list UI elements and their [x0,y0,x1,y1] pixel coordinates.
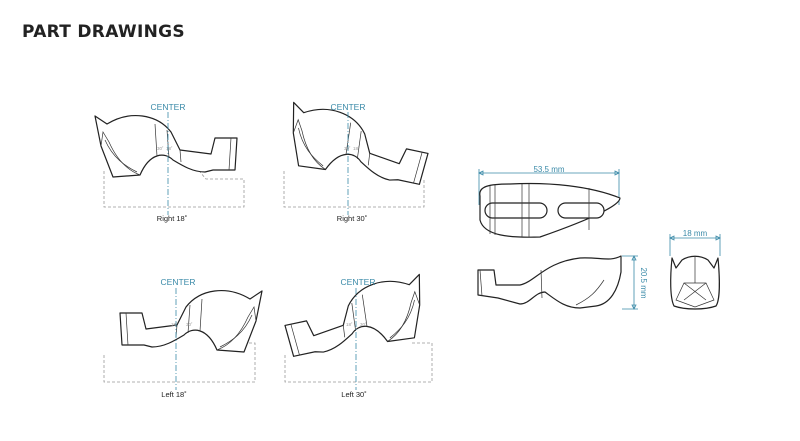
view-label: Left 30˚ [341,390,366,399]
view-label: Right 30˚ [337,214,367,223]
view-left-18: CENTER 18˚ 30˚ Left 18˚ [103,277,263,399]
angle-label: 30˚ [157,145,164,151]
height-dimension: 20.5 mm [639,267,648,298]
page-title: PART DRAWINGS [22,22,185,42]
center-label: CENTER [161,277,196,287]
view-right-18: CENTER 30˚ 18˚ Right 18˚ [94,102,245,223]
width-dimension: 18 mm [683,229,708,238]
angle-label: 30˚ [360,321,367,327]
center-label: CENTER [341,277,376,287]
angle-label: 18˚ [346,321,353,327]
center-label: CENTER [331,102,366,112]
angle-label: 18˚ [166,145,173,151]
view-right-30: CENTER 30˚ 18˚ Right 30˚ [280,101,434,223]
angle-label: 18˚ [353,145,360,151]
length-dimension: 53.5 mm [533,165,564,174]
end-view: 18 mm [669,229,721,310]
side-view: 20.5 mm [477,255,648,310]
view-left-30: CENTER 18˚ 30˚ Left 30˚ [279,273,433,399]
center-label: CENTER [151,102,186,112]
angle-label: 30˚ [344,145,351,151]
angle-label: 30˚ [186,321,193,327]
view-label: Left 18˚ [161,390,186,399]
top-view: 53.5 mm [478,165,621,238]
angle-label: 18˚ [171,321,178,327]
view-label: Right 18˚ [157,214,187,223]
